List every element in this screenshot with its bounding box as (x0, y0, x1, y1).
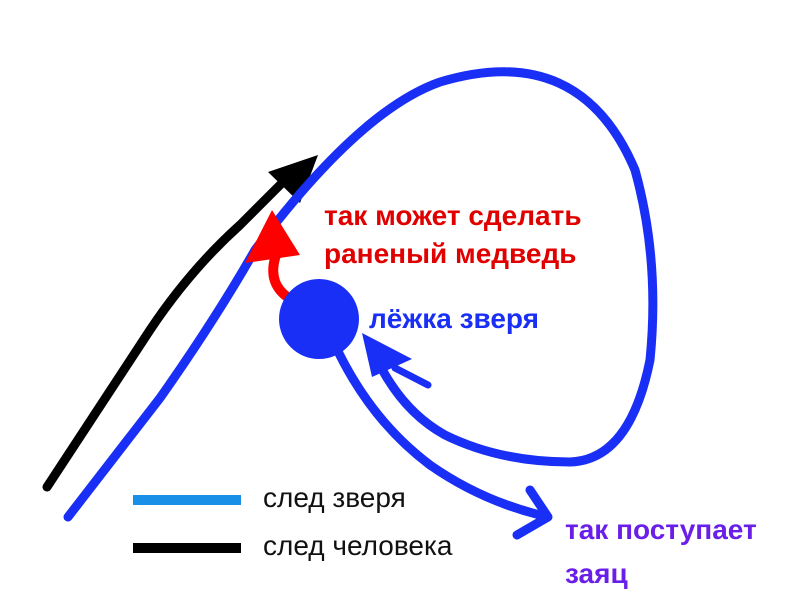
human-track-arrowhead-icon (268, 155, 318, 203)
legend-animal-track-label: след зверя (263, 482, 406, 513)
hare-label-line1: так поступает (565, 514, 757, 545)
hare-track-arrowhead-icon (512, 485, 553, 540)
animal-track-tick (391, 364, 432, 389)
animal-track-arrowhead-icon (362, 333, 412, 377)
lair-circle-icon (279, 279, 359, 359)
wounded-bear-label: так может сделать раненый медведь (324, 197, 582, 273)
human-track-line (42, 175, 290, 492)
hare-label-line2: заяц (565, 558, 628, 589)
legend-human-track-label: след человека (263, 530, 453, 561)
animal-track-loop (63, 67, 658, 522)
wounded-bear-label-line2: раненый медведь (324, 238, 577, 269)
wounded-bear-label-line1: так может сделать (324, 200, 582, 231)
bear-track-arrowhead-icon (245, 210, 300, 263)
hare-label: так поступает заяц (565, 508, 757, 596)
lair-label: лёжка зверя (369, 303, 539, 334)
hare-track-line (330, 340, 545, 520)
